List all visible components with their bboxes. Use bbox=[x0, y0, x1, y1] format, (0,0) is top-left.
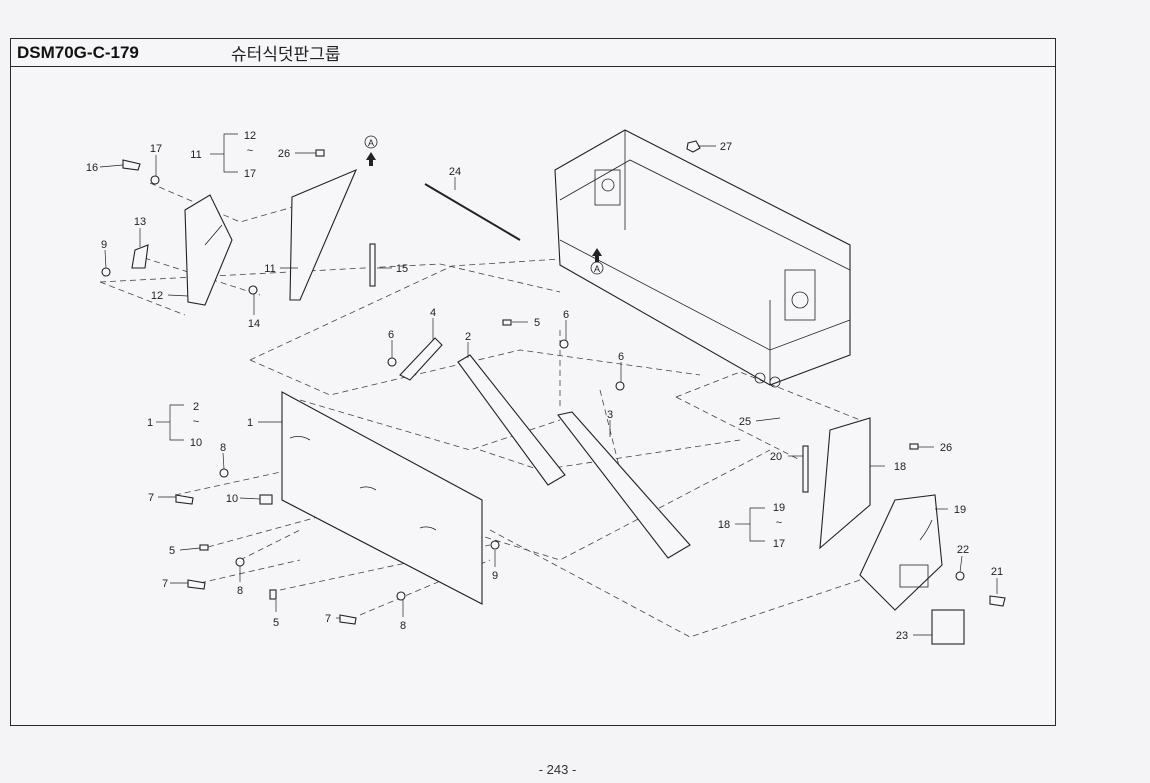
up-arrow-icon bbox=[366, 152, 376, 166]
callout: 9 bbox=[492, 570, 498, 582]
callout: 19 bbox=[954, 504, 966, 516]
wing-bolt-16 bbox=[122, 159, 141, 171]
callout: 19 bbox=[773, 502, 785, 514]
bracket-13 bbox=[131, 244, 149, 269]
callout: 13 bbox=[134, 216, 146, 228]
callout: 17 bbox=[773, 538, 785, 550]
bolt-26 bbox=[315, 149, 325, 157]
main-frame-assembly bbox=[554, 129, 851, 388]
page-number: - 243 - bbox=[538, 762, 577, 777]
wing-bolt-21 bbox=[989, 595, 1006, 607]
callout: 4 bbox=[430, 307, 436, 319]
callout: 6 bbox=[563, 309, 569, 321]
callout: 7 bbox=[148, 492, 154, 504]
callout: 21 bbox=[991, 566, 1003, 578]
part-group-code: DSM70G-C-179 bbox=[17, 42, 139, 62]
title-block: DSM70G-C-179 슈터식덧판그룹 bbox=[11, 39, 1055, 67]
svg-text:A: A bbox=[594, 264, 600, 274]
cover-19 bbox=[859, 494, 943, 611]
range-bracket-1: ~ bbox=[156, 404, 199, 441]
bracket-4 bbox=[399, 337, 443, 381]
exploded-parts-diagram: A A ~ ~ ~ bbox=[86, 129, 1006, 645]
svg-text:A: A bbox=[368, 138, 374, 148]
range-mark: ~ bbox=[193, 416, 199, 428]
nut-14 bbox=[248, 285, 258, 295]
reference-marker-a-top: A bbox=[364, 135, 378, 166]
callout: 26 bbox=[278, 148, 290, 160]
side-panel-12 bbox=[184, 194, 233, 306]
callout: 7 bbox=[325, 613, 331, 625]
leader-lines bbox=[99, 145, 998, 636]
callout: 6 bbox=[388, 329, 394, 341]
washer-22 bbox=[955, 571, 965, 581]
left-panel-group bbox=[101, 149, 376, 306]
callout: 18 bbox=[718, 519, 730, 531]
callout: 3 bbox=[607, 409, 613, 421]
label-plate-23 bbox=[931, 609, 965, 645]
callout: 11 bbox=[264, 263, 275, 275]
callout-labels: 16 17 11 12 17 26 13 9 12 14 11 15 24 27… bbox=[86, 130, 1003, 642]
callout: 2 bbox=[465, 331, 471, 343]
callout: 8 bbox=[237, 585, 243, 597]
guide-plate-3 bbox=[557, 411, 691, 559]
callout: 7 bbox=[162, 578, 168, 590]
callout: 5 bbox=[169, 545, 175, 557]
callout: 10 bbox=[226, 493, 238, 505]
strip-15 bbox=[369, 243, 376, 287]
part-group-name: 슈터식덧판그룹 bbox=[231, 45, 341, 65]
callout: 2 bbox=[193, 401, 199, 413]
callout: 20 bbox=[770, 451, 782, 463]
washer-17 bbox=[150, 175, 160, 185]
callout: 26 bbox=[940, 442, 952, 454]
right-panel-group bbox=[802, 417, 1006, 645]
rod-part bbox=[424, 183, 521, 241]
callout: 23 bbox=[896, 630, 908, 642]
side-panel-18 bbox=[819, 417, 871, 550]
callout: 1 bbox=[147, 417, 153, 429]
drawing-sheet: DSM70G-C-179 슈터식덧판그룹 bbox=[10, 38, 1056, 726]
callout: 16 bbox=[86, 162, 98, 174]
reference-marker-a-frame: A bbox=[590, 248, 604, 275]
plate-10 bbox=[259, 494, 273, 505]
callout: 27 bbox=[720, 141, 732, 153]
range-mark: ~ bbox=[247, 145, 253, 157]
callout: 15 bbox=[396, 263, 408, 275]
callout: 12 bbox=[244, 130, 256, 142]
callout: 12 bbox=[151, 290, 163, 302]
callout: 10 bbox=[190, 437, 202, 449]
callout: 17 bbox=[244, 168, 256, 180]
up-arrow-icon bbox=[592, 248, 602, 262]
callout: 5 bbox=[273, 617, 279, 629]
callout: 25 bbox=[739, 416, 751, 428]
washer-9 bbox=[101, 267, 111, 277]
callout: 11 bbox=[190, 149, 201, 161]
side-panel-11 bbox=[289, 168, 358, 301]
callout: 8 bbox=[400, 620, 406, 632]
guide-plate-2 bbox=[457, 354, 566, 486]
callout: 9 bbox=[101, 239, 107, 251]
callout: 24 bbox=[449, 166, 461, 178]
callout: 22 bbox=[957, 544, 969, 556]
callout: 6 bbox=[618, 351, 624, 363]
range-bracket-18: ~ bbox=[735, 507, 782, 542]
main-chute-panel bbox=[259, 391, 483, 605]
callout: 1 bbox=[247, 417, 253, 429]
callout: 5 bbox=[534, 317, 540, 329]
strip-20 bbox=[802, 445, 809, 493]
callout: 18 bbox=[894, 461, 906, 473]
callout: 17 bbox=[150, 143, 162, 155]
range-bracket-11: ~ bbox=[210, 133, 253, 173]
range-mark: ~ bbox=[776, 517, 782, 529]
fasteners bbox=[175, 140, 919, 625]
callout: 8 bbox=[220, 442, 226, 454]
callout: 14 bbox=[248, 318, 260, 330]
